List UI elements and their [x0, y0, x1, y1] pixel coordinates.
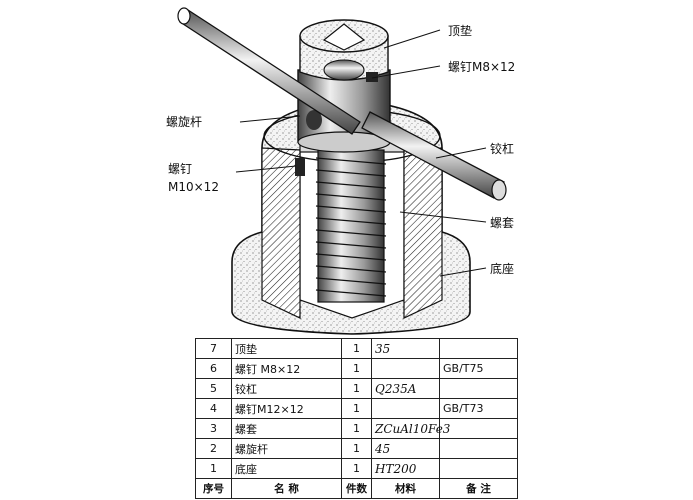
row-remark	[439, 378, 518, 399]
row-qty: 1	[341, 378, 372, 399]
table-row: 7 顶垫 1 35	[195, 338, 518, 359]
row-number: 2	[195, 438, 232, 459]
set-screw-m10	[295, 158, 305, 176]
row-name: 螺旋杆	[231, 438, 342, 459]
row-remark: GB/T75	[439, 358, 518, 379]
screw-jack-drawing	[177, 7, 507, 335]
row-name: 螺钉 M8×12	[231, 358, 342, 379]
row-material: HT200	[371, 458, 440, 479]
table-row: 3 螺套 1 ZCuAl10Fe3	[195, 418, 518, 439]
row-number: 1	[195, 458, 232, 479]
row-name: 螺套	[231, 418, 342, 439]
table-header-row: 序号 名 称 件数 材料 备 注	[195, 478, 518, 499]
table-row: 6 螺钉 M8×12 1 GB/T75	[195, 358, 518, 379]
table-row: 4 螺钉M12×12 1 GB/T73	[195, 398, 518, 419]
row-name: 铰杠	[231, 378, 342, 399]
row-number: 3	[195, 418, 232, 439]
row-material	[371, 398, 440, 419]
row-remark	[439, 338, 518, 359]
set-screw-m8	[366, 72, 378, 82]
row-qty: 1	[341, 358, 372, 379]
row-remark: GB/T73	[439, 398, 518, 419]
row-qty: 1	[341, 398, 372, 419]
label-iron-bar: 铰杠	[490, 142, 515, 156]
top-pad-part	[299, 19, 389, 81]
label-base: 底座	[490, 262, 515, 276]
label-top-pad: 顶垫	[448, 24, 473, 38]
row-remark	[439, 438, 518, 459]
row-name: 螺钉M12×12	[231, 398, 342, 419]
row-qty: 1	[341, 338, 372, 359]
table-row: 1 底座 1 HT200	[195, 458, 518, 479]
row-qty: 1	[341, 438, 372, 459]
row-number: 6	[195, 358, 232, 379]
label-nut: 螺套	[490, 216, 515, 230]
iron-bar-part	[177, 7, 507, 201]
row-material	[371, 358, 440, 379]
table-row: 5 铰杠 1 Q235A	[195, 378, 518, 399]
row-material: 45	[371, 438, 440, 459]
row-material: ZCuAl10Fe3	[371, 418, 450, 439]
header-material: 材料	[371, 478, 440, 499]
parts-list-table: 7 顶垫 1 35 6 螺钉 M8×12 1 GB/T75 5 铰杠 1 Q23…	[195, 338, 518, 499]
row-remark	[439, 458, 518, 479]
label-screw-m8: 螺钉M8×12	[448, 60, 516, 74]
row-name: 顶垫	[231, 338, 342, 359]
label-screw-rod: 螺旋杆	[166, 115, 203, 129]
label-screw-m10-title: 螺钉	[168, 162, 193, 176]
leader-lines	[235, 29, 487, 277]
label-screw-m10-size: M10×12	[168, 180, 219, 194]
row-material: Q235A	[371, 378, 440, 399]
header-name: 名 称	[231, 478, 342, 499]
row-qty: 1	[341, 418, 372, 439]
row-number: 5	[195, 378, 232, 399]
table-row: 2 螺旋杆 1 45	[195, 438, 518, 459]
row-remark	[439, 418, 518, 439]
header-qty: 件数	[341, 478, 372, 499]
header-number: 序号	[195, 478, 232, 499]
row-number: 7	[195, 338, 232, 359]
row-material: 35	[371, 338, 440, 359]
row-number: 4	[195, 398, 232, 419]
row-qty: 1	[341, 458, 372, 479]
header-remark: 备 注	[439, 478, 518, 499]
row-name: 底座	[231, 458, 342, 479]
